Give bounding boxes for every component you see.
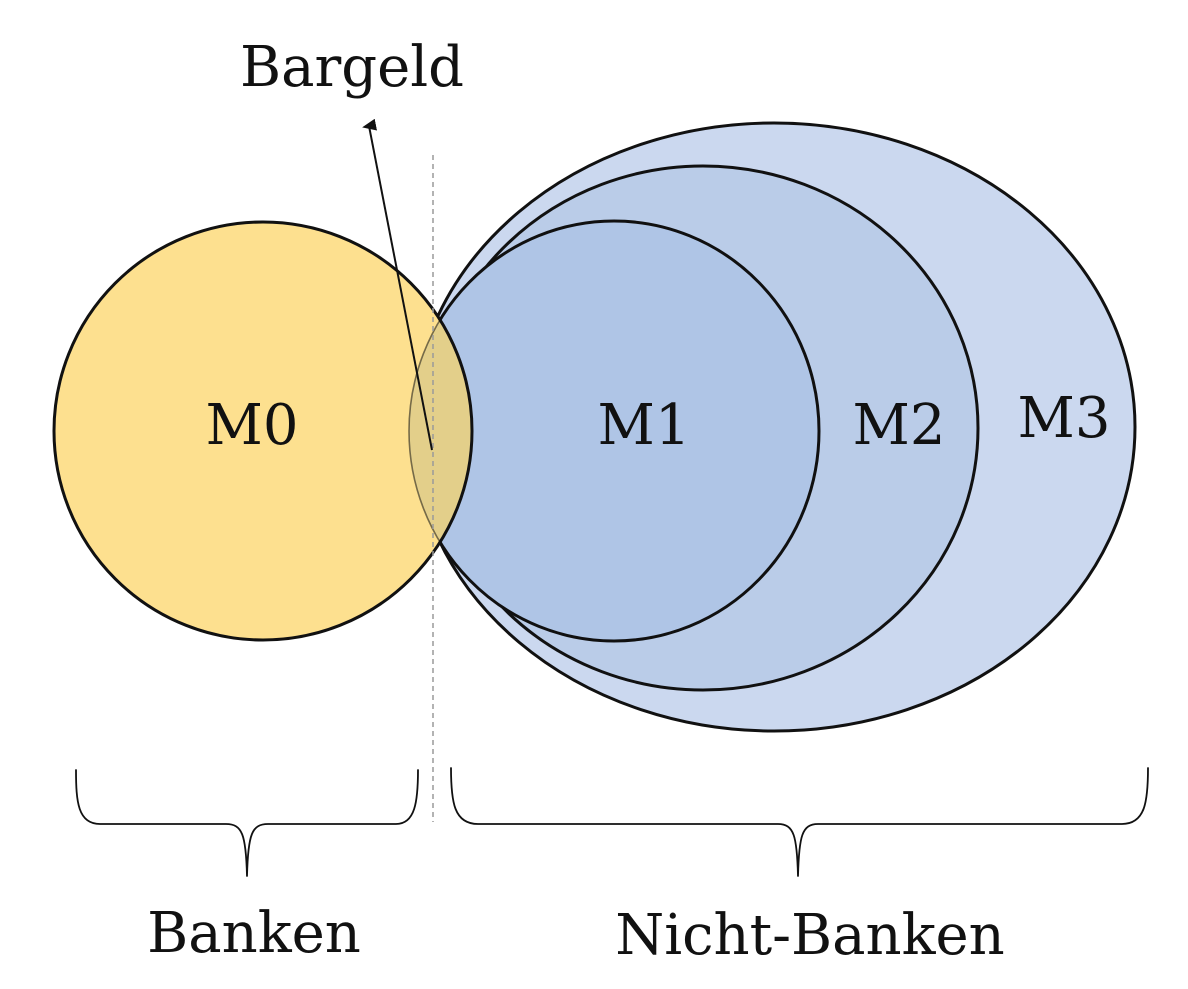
banken-brace — [75, 769, 419, 877]
bargeld-arrow — [362, 118, 433, 451]
banken-caption: Banken — [147, 901, 361, 966]
m2-label: M2 — [853, 393, 946, 458]
m3-label: M3 — [1018, 386, 1111, 451]
m0-circle — [54, 222, 472, 640]
nicht-banken-caption: Nicht-Banken — [615, 903, 1005, 968]
bargeld-label: Bargeld — [240, 35, 464, 100]
nicht-banken-brace — [450, 767, 1149, 877]
m1-label: M1 — [598, 393, 691, 458]
m0-label: M0 — [206, 393, 299, 458]
m1-inner-outline — [408, 220, 820, 642]
m0-outline — [52, 220, 474, 642]
